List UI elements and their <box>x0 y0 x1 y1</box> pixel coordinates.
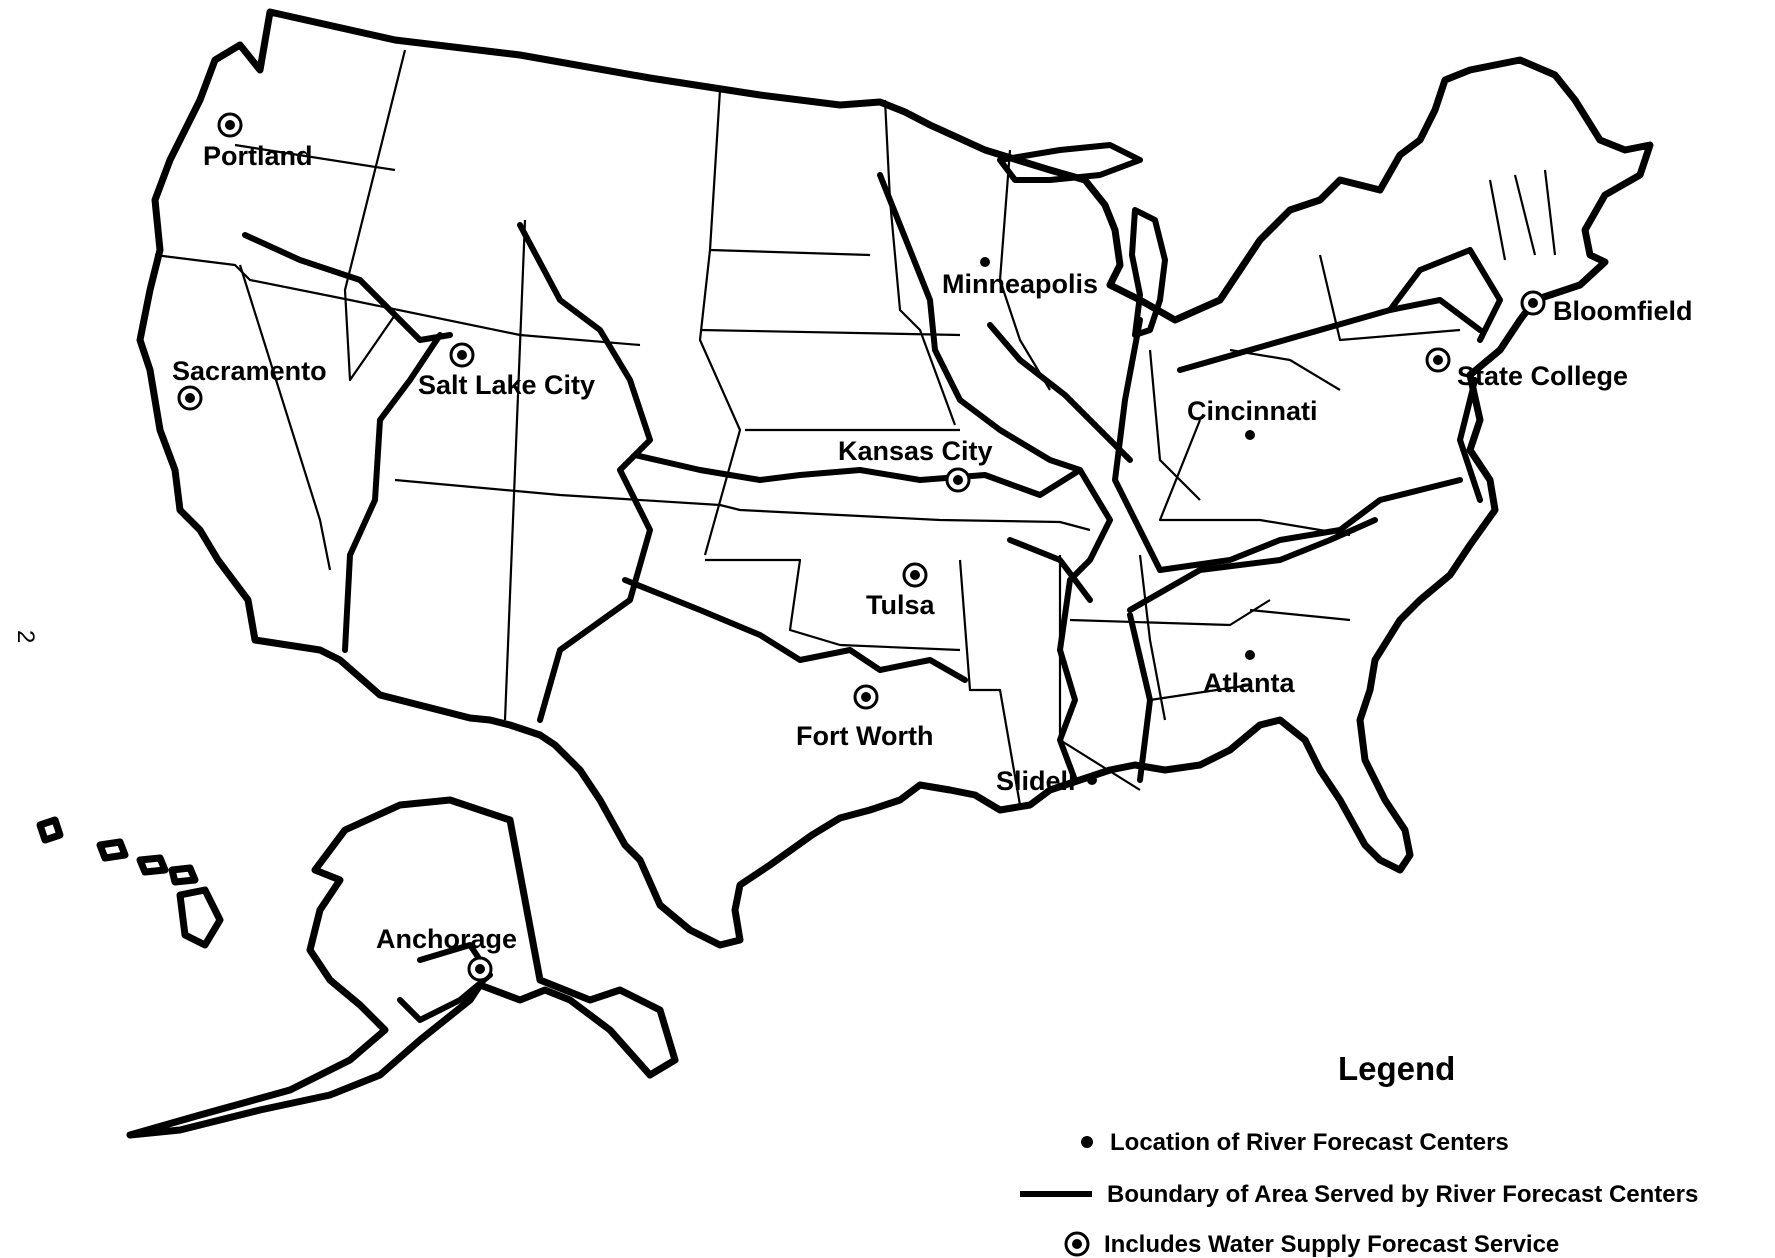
state-boundaries <box>154 49 1557 806</box>
label-portland: Portland <box>203 141 313 171</box>
marker-cincinnati <box>1245 430 1255 440</box>
page-number: 2 <box>12 630 39 643</box>
label-kansas-city: Kansas City <box>838 436 993 466</box>
city-labels: Portland Sacramento Salt Lake City Minne… <box>172 141 1693 954</box>
lake-michigan <box>1129 207 1168 338</box>
marker-portland <box>217 112 243 138</box>
label-salt-lake-city: Salt Lake City <box>418 370 595 400</box>
marker-sacramento <box>177 385 203 411</box>
rfc-boundaries <box>242 172 1503 783</box>
marker-kansas-city <box>945 467 971 493</box>
label-sacramento: Sacramento <box>172 356 327 386</box>
legend-item-dot-label: Location of River Forecast Centers <box>1110 1129 1509 1156</box>
label-anchorage: Anchorage <box>376 924 517 954</box>
legend-item-ring-label: Includes Water Supply Forecast Service <box>1104 1231 1559 1258</box>
label-state-college: State College <box>1457 361 1628 391</box>
marker-bloomfield <box>1520 290 1546 316</box>
conus-outline <box>136 8 1654 949</box>
marker-slidell <box>1087 775 1097 785</box>
label-slidell: Slidell <box>996 766 1076 796</box>
alaska-outline <box>126 796 679 1139</box>
marker-salt-lake-city <box>449 342 475 368</box>
legend: Legend Location of River Forecast Center… <box>1020 1050 1698 1258</box>
label-minneapolis: Minneapolis <box>942 269 1098 299</box>
marker-atlanta <box>1245 650 1255 660</box>
marker-fort-worth <box>853 684 879 710</box>
alaska-inner <box>397 942 493 1023</box>
marker-minneapolis <box>980 257 990 267</box>
legend-item-line-label: Boundary of Area Served by River Forecas… <box>1107 1181 1698 1208</box>
label-atlanta: Atlanta <box>1203 668 1295 698</box>
marker-anchorage <box>467 956 493 982</box>
legend-ring-center <box>1072 1239 1082 1249</box>
legend-title: Legend <box>1338 1050 1455 1087</box>
label-bloomfield: Bloomfield <box>1553 296 1693 326</box>
marker-state-college <box>1425 347 1451 373</box>
label-tulsa: Tulsa <box>866 590 935 620</box>
legend-dot-symbol <box>1081 1136 1093 1148</box>
city-markers <box>177 112 1546 982</box>
label-cincinnati: Cincinnati <box>1187 396 1318 426</box>
lake-superior <box>997 142 1143 183</box>
label-fort-worth: Fort Worth <box>796 721 933 751</box>
hawaii <box>36 816 224 949</box>
marker-tulsa <box>902 562 928 588</box>
